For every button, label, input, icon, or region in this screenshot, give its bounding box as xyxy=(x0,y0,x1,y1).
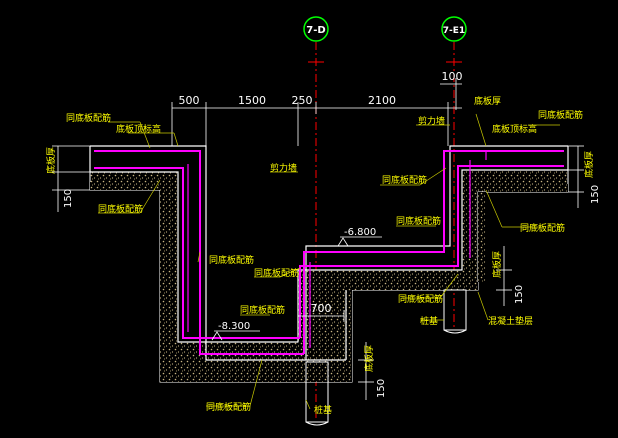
label-tongdiban-8: 同底板配筋 xyxy=(538,109,583,121)
axis-label-left: 7-D xyxy=(306,25,325,36)
label-diban-hou-left: 底板厚 xyxy=(45,147,57,174)
label-tongdiban-1: 同底板配筋 xyxy=(66,112,111,124)
pile-left xyxy=(305,361,329,423)
label-diban-hou-mid: 底板厚 xyxy=(491,251,503,278)
dimension-700 xyxy=(297,310,345,322)
elevation-low: -8.300 xyxy=(218,321,250,332)
label-dibanhou-top: 底板厚 xyxy=(474,95,501,107)
dimensions-mid-right xyxy=(496,246,512,306)
label-jianliqiang-2: 剪力墙 xyxy=(418,115,445,127)
label-tongdiban-7: 同底板配筋 xyxy=(396,215,441,227)
annotation-labels: 同底板配筋 底板顶标高 底板厚 同底板配筋 剪力墙 同底板配筋 同底板配筋 同底… xyxy=(45,95,595,416)
label-hunningtu: 混凝土垫层 xyxy=(488,315,533,327)
label-tongdiban-2: 同底板配筋 xyxy=(98,203,143,215)
dimensions-left xyxy=(52,145,90,212)
dim-150-right-lower: 150 xyxy=(514,285,525,304)
dim-700: 700 xyxy=(311,302,332,315)
rebar-bottom-left xyxy=(94,167,300,339)
label-tongdiban-9: 同底板配筋 xyxy=(520,222,565,234)
piles xyxy=(305,289,467,426)
label-tongdiban-11: 同底板配筋 xyxy=(206,401,251,413)
outline-outer-right xyxy=(297,169,568,342)
label-tongdiban-5: 同底板配筋 xyxy=(240,304,285,316)
label-tongdiban-3: 同底板配筋 xyxy=(209,254,254,266)
leader-lines xyxy=(98,113,560,410)
outline-outer-left xyxy=(90,171,298,343)
dim-150-left: 150 xyxy=(63,189,74,208)
elevation-mid: -6.800 xyxy=(344,227,376,238)
axis-label-right: 7-E1 xyxy=(443,26,465,36)
label-zhuangji-2: 桩基 xyxy=(314,404,332,416)
label-tongdiban-4: 同底板配筋 xyxy=(254,267,299,279)
dimensions-right xyxy=(568,145,584,208)
wall-outline xyxy=(89,145,569,361)
dim-150-right-upper: 150 xyxy=(590,185,601,204)
rebar-bottom-right xyxy=(299,165,564,338)
outline-inner-right xyxy=(305,145,568,360)
dimensions-top xyxy=(171,78,462,146)
dimensions-bottom xyxy=(358,342,374,400)
axis-bubble-right: 7-E1 xyxy=(441,16,467,42)
label-dibanding-left: 底板顶标高 xyxy=(116,123,161,135)
dim-100: 100 xyxy=(442,70,463,83)
label-tongdiban-6: 同底板配筋 xyxy=(382,174,427,186)
label-diban-hou-bottom: 底板厚 xyxy=(363,345,375,372)
label-dibanding-right: 底板顶标高 xyxy=(492,123,537,135)
label-zhuangji-1: 桩基 xyxy=(420,315,438,327)
dim-250: 250 xyxy=(292,94,313,107)
dim-500: 500 xyxy=(179,94,200,107)
rebar-top-right xyxy=(303,150,564,354)
dim-1500: 1500 xyxy=(238,94,266,107)
dim-2100: 2100 xyxy=(368,94,396,107)
pile-right xyxy=(443,289,467,331)
elevation-markers xyxy=(211,236,382,341)
label-diban-hou-right: 底板厚 xyxy=(583,151,595,178)
label-jianliqiang-1: 剪力墙 xyxy=(270,162,297,174)
axis-bubble-left: 7-D xyxy=(303,16,329,42)
dim-150-bottom: 150 xyxy=(376,379,387,398)
label-tongdiban-10: 同底板配筋 xyxy=(398,293,443,305)
outline-inner-left xyxy=(90,145,306,361)
